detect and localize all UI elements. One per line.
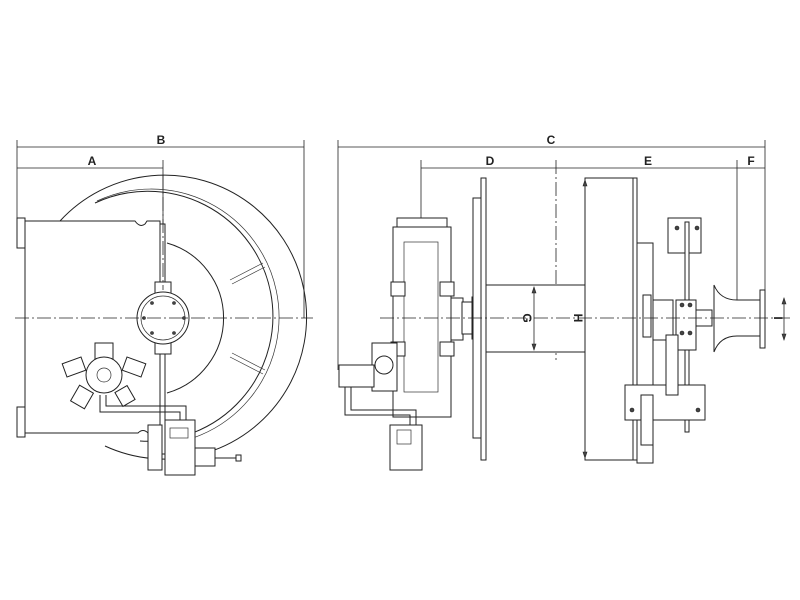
hose-inlet-fitting [713, 284, 766, 353]
dimension-f: F [737, 154, 765, 169]
dimension-a: A [17, 154, 164, 230]
dimension-g: G [520, 286, 537, 351]
side-control-valve [389, 424, 423, 471]
gearbox [390, 217, 483, 418]
dimension-i: I [771, 297, 787, 341]
side-motor [338, 342, 423, 471]
mounting-tab-bottom [16, 406, 26, 438]
front-view: B A [15, 133, 313, 476]
lower-bracket [624, 384, 706, 421]
dimension-h: H [571, 179, 588, 459]
mounting-tab-top [16, 217, 26, 249]
dimension-label-a: A [88, 154, 97, 168]
drum-core [485, 284, 586, 353]
dimension-label-c: C [547, 133, 556, 147]
dimension-label-d: D [486, 154, 495, 168]
dimension-c: C [337, 133, 766, 370]
drum-left-flange [480, 177, 487, 461]
dimension-label-b: B [157, 133, 166, 147]
dimension-label-e: E [644, 154, 652, 168]
radial-hydraulic-motor [61, 342, 147, 410]
dimension-label-g: G [520, 313, 534, 322]
dimension-label-f: F [747, 154, 754, 168]
rotary-joint-assembly [624, 217, 713, 464]
side-view: C D E F [337, 133, 792, 471]
